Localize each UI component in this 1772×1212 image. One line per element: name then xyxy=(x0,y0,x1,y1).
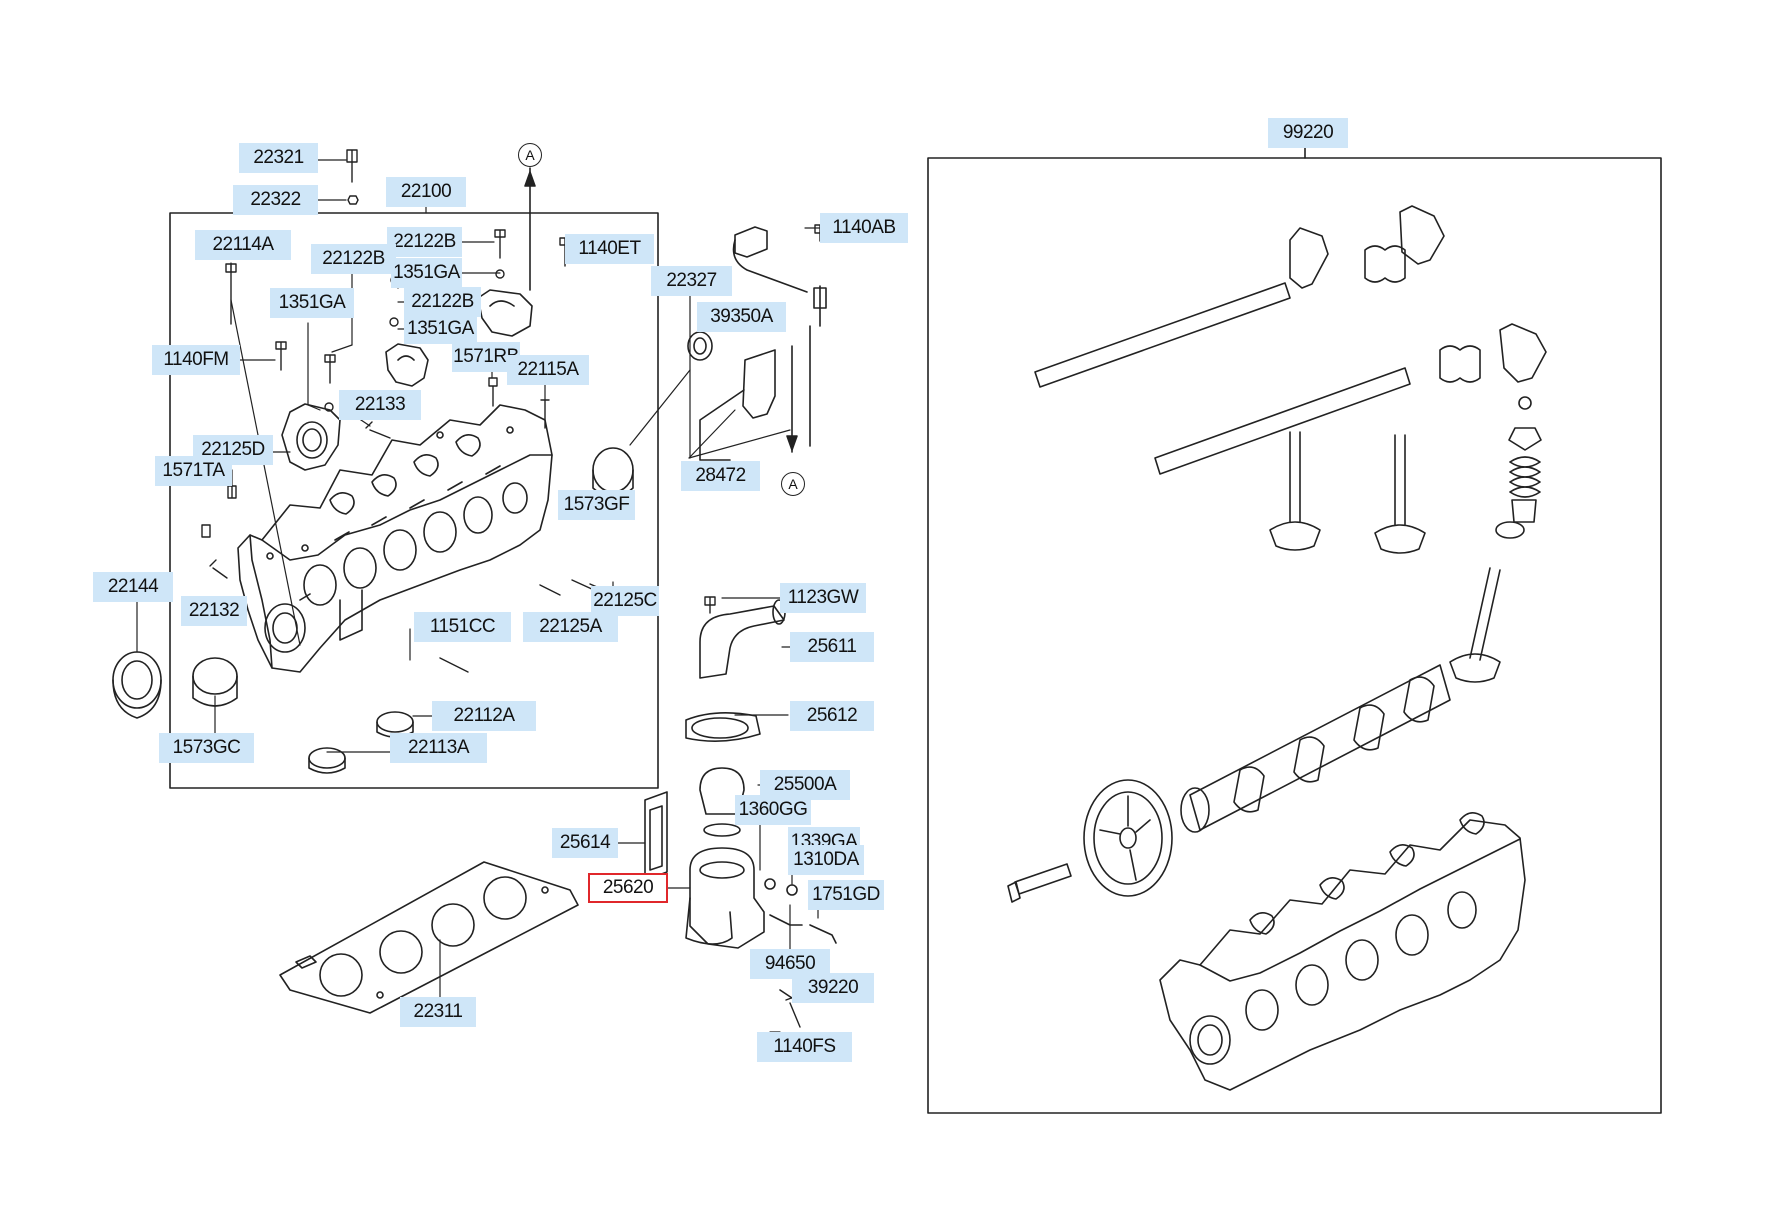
reference-marker-a-top: A xyxy=(518,143,542,167)
sensor-illustration xyxy=(699,226,827,461)
part-label-1360GG[interactable]: 1360GG xyxy=(735,795,811,825)
part-label-22321[interactable]: 22321 xyxy=(239,143,318,173)
cylinder-head-group-box xyxy=(169,212,659,789)
bearing-cap-illustration xyxy=(281,403,341,471)
part-label-22122B-a[interactable]: 22122B xyxy=(387,227,462,257)
seals-illustration xyxy=(112,331,713,774)
part-label-22115A[interactable]: 22115A xyxy=(507,355,589,385)
part-label-1751GD[interactable]: 1751GD xyxy=(808,880,884,910)
part-label-22125A[interactable]: 22125A xyxy=(523,612,618,642)
part-label-1571TA[interactable]: 1571TA xyxy=(155,456,232,486)
camshaft-kit-illustration xyxy=(1007,205,1547,1091)
part-label-1123GW[interactable]: 1123GW xyxy=(780,583,866,613)
part-label-22311[interactable]: 22311 xyxy=(400,997,476,1027)
part-label-25614[interactable]: 25614 xyxy=(552,828,618,858)
part-label-28472[interactable]: 28472 xyxy=(681,461,760,491)
camshaft-caps-illustration xyxy=(385,289,533,387)
reference-marker-a-bottom: A xyxy=(781,472,805,496)
part-label-1140AB[interactable]: 1140AB xyxy=(820,213,908,243)
part-label-1573GC[interactable]: 1573GC xyxy=(159,733,254,763)
part-label-22125C[interactable]: 22125C xyxy=(591,586,659,616)
part-label-1310DA[interactable]: 1310DA xyxy=(788,845,864,875)
part-label-1351GA-a[interactable]: 1351GA xyxy=(391,258,462,288)
part-label-22132[interactable]: 22132 xyxy=(181,596,247,626)
thermostat-illustration xyxy=(644,599,837,1003)
part-label-1140FS[interactable]: 1140FS xyxy=(757,1032,852,1062)
part-label-22327[interactable]: 22327 xyxy=(651,266,732,296)
part-label-22113A[interactable]: 22113A xyxy=(390,733,487,763)
part-label-22122B-c[interactable]: 22122B xyxy=(404,287,481,317)
part-label-25611[interactable]: 25611 xyxy=(790,632,874,662)
part-label-1151CC[interactable]: 1151CC xyxy=(414,612,511,642)
part-label-22322[interactable]: 22322 xyxy=(233,185,318,215)
part-label-39220[interactable]: 39220 xyxy=(792,973,874,1003)
part-label-1140ET[interactable]: 1140ET xyxy=(565,234,654,264)
part-label-22112A[interactable]: 22112A xyxy=(432,701,536,731)
part-label-1573GF[interactable]: 1573GF xyxy=(558,490,635,520)
part-label-22114A[interactable]: 22114A xyxy=(195,230,291,260)
part-label-25612[interactable]: 25612 xyxy=(790,701,874,731)
camshaft-kit-group-box xyxy=(927,157,1662,1114)
part-label-39350A[interactable]: 39350A xyxy=(697,302,786,332)
part-label-1351GA-c[interactable]: 1351GA xyxy=(404,314,477,344)
part-label-25620-selected[interactable]: 25620 xyxy=(588,873,668,903)
head-gasket-illustration xyxy=(279,861,579,1014)
part-label-22133[interactable]: 22133 xyxy=(339,390,421,420)
part-label-1351GA-b[interactable]: 1351GA xyxy=(270,288,354,318)
part-label-22144[interactable]: 22144 xyxy=(93,572,173,602)
reference-arrows xyxy=(524,167,798,453)
part-label-22122B-b[interactable]: 22122B xyxy=(311,244,396,274)
part-label-99220[interactable]: 99220 xyxy=(1268,118,1348,148)
cylinder-head-illustration xyxy=(237,404,553,673)
part-label-1140FM[interactable]: 1140FM xyxy=(152,345,240,375)
part-label-22100[interactable]: 22100 xyxy=(386,177,466,207)
